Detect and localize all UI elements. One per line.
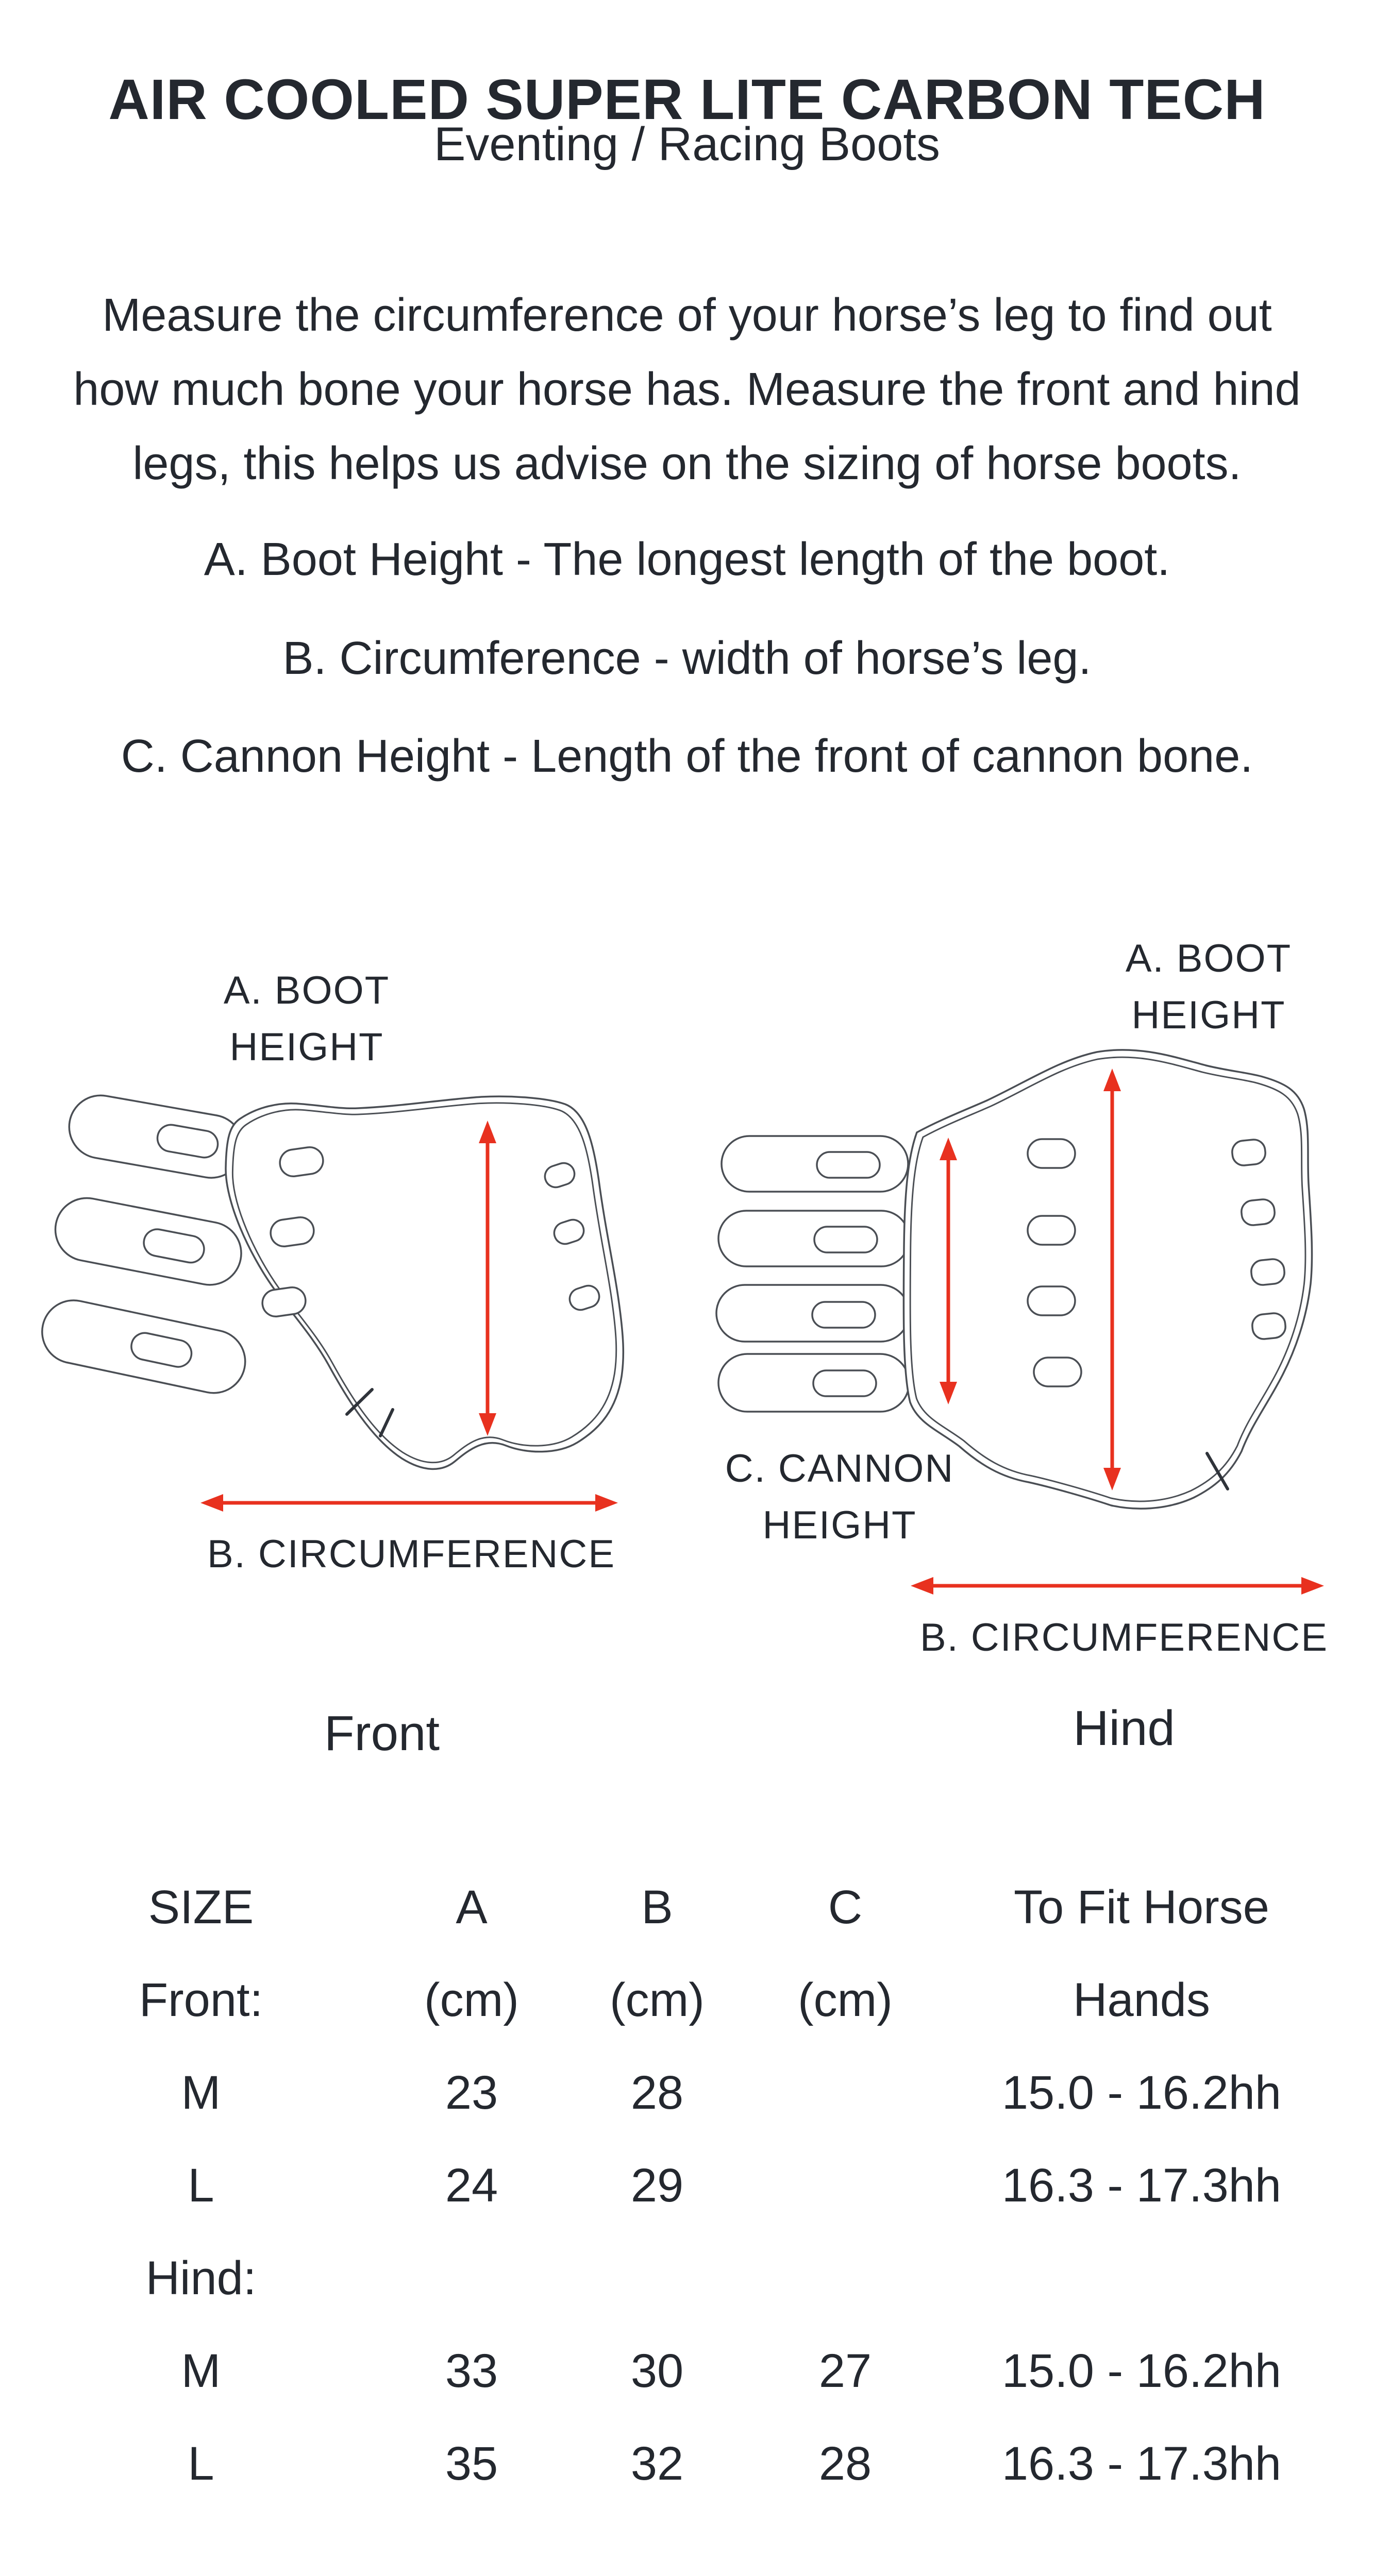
- hind-circumference-label: B. CIRCUMFERENCE: [919, 1616, 1329, 1659]
- table-header-c: C: [828, 1881, 863, 1934]
- hind-boot-height-arrow: [1103, 1069, 1121, 1490]
- table-header-a: A: [456, 1881, 488, 1934]
- table-section-front: Front:: [139, 1974, 263, 2026]
- table-unit-a: (cm): [424, 1974, 519, 2026]
- hind-caption: Hind: [1073, 1701, 1175, 1756]
- table-cell: L: [188, 2159, 214, 2212]
- front-circumference-label: B. CIRCUMFERENCE: [207, 1532, 616, 1576]
- hind-boot-body: [902, 1049, 1313, 1510]
- hind-cannon-height-arrow: [940, 1138, 957, 1404]
- table-cell: 32: [630, 2437, 684, 2490]
- table-cell: 15.0 - 16.2hh: [1001, 2345, 1282, 2397]
- hind-boot-straps: [715, 1135, 910, 1413]
- overlap-tick-marks: [345, 1388, 394, 1437]
- table-cell: 28: [818, 2437, 872, 2490]
- table-cell: 16.3 - 17.3hh: [1001, 2437, 1282, 2490]
- hind-boot-holes: [1027, 1138, 1286, 1387]
- table-subheader-row: Front: (cm) (cm) (cm) Hands: [0, 1973, 1374, 2042]
- table-cell: 33: [445, 2345, 498, 2397]
- front-caption: Front: [324, 1706, 440, 1761]
- front-boot-body: [225, 1095, 625, 1470]
- measure-point-c: C. Cannon Height - Length of the front o…: [121, 731, 1253, 782]
- table-cell: 30: [630, 2345, 684, 2397]
- table-cell: 35: [445, 2437, 498, 2490]
- measure-point-a: A. Boot Height - The longest length of t…: [204, 534, 1170, 585]
- table-section-row: Hind:: [0, 2251, 1374, 2320]
- table-cell: M: [181, 2345, 221, 2397]
- table-header-size: SIZE: [148, 1881, 254, 1934]
- hind-cannon-height-label: C. CANNON HEIGHT: [725, 1447, 954, 1547]
- front-boot-holes: [261, 1146, 600, 1317]
- front-boot-straps: [41, 1094, 246, 1394]
- table-row: M 33 30 27 15.0 - 16.2hh: [0, 2344, 1374, 2413]
- overlap-tick-mark: [1205, 1452, 1229, 1490]
- table-cell: 23: [445, 2066, 498, 2119]
- table-cell: 27: [818, 2345, 872, 2397]
- table-cell: M: [181, 2066, 221, 2119]
- hind-boot-height-label: A. BOOT HEIGHT: [1125, 937, 1292, 1037]
- table-header-b: B: [641, 1881, 673, 1934]
- table-row: M 23 28 15.0 - 16.2hh: [0, 2066, 1374, 2135]
- front-boot-diagram: [41, 1094, 625, 1512]
- front-boot-height-arrow: [479, 1121, 496, 1436]
- table-cell: 16.3 - 17.3hh: [1001, 2159, 1282, 2212]
- table-cell: L: [188, 2437, 214, 2490]
- front-circumference-arrow: [200, 1494, 618, 1512]
- table-unit-c: (cm): [798, 1974, 893, 2026]
- table-cell: 15.0 - 16.2hh: [1001, 2066, 1282, 2119]
- hind-boot-diagram: [715, 1049, 1324, 1595]
- front-boot-height-label: A. BOOT HEIGHT: [223, 969, 390, 1069]
- table-unit-fit: Hands: [1073, 1974, 1210, 2026]
- measure-point-b: B. Circumference - width of horse’s leg.: [282, 633, 1092, 684]
- page-title: AIR COOLED SUPER LITE CARBON TECH: [108, 67, 1266, 131]
- table-header-row: SIZE A B C To Fit Horse: [0, 1880, 1374, 1950]
- table-cell: 29: [630, 2159, 684, 2212]
- hind-circumference-arrow: [911, 1577, 1324, 1595]
- table-cell: 28: [630, 2066, 684, 2119]
- table-unit-b: (cm): [610, 1974, 705, 2026]
- page-subtitle: Eventing / Racing Boots: [434, 118, 940, 171]
- table-header-fit: To Fit Horse: [1014, 1881, 1269, 1934]
- table-section-hind: Hind:: [145, 2252, 257, 2304]
- table-row: L 24 29 16.3 - 17.3hh: [0, 2159, 1374, 2228]
- intro-paragraph: Measure the circumference of your horse’…: [73, 290, 1301, 489]
- table-row: L 35 32 28 16.3 - 17.3hh: [0, 2437, 1374, 2506]
- table-cell: 24: [445, 2159, 498, 2212]
